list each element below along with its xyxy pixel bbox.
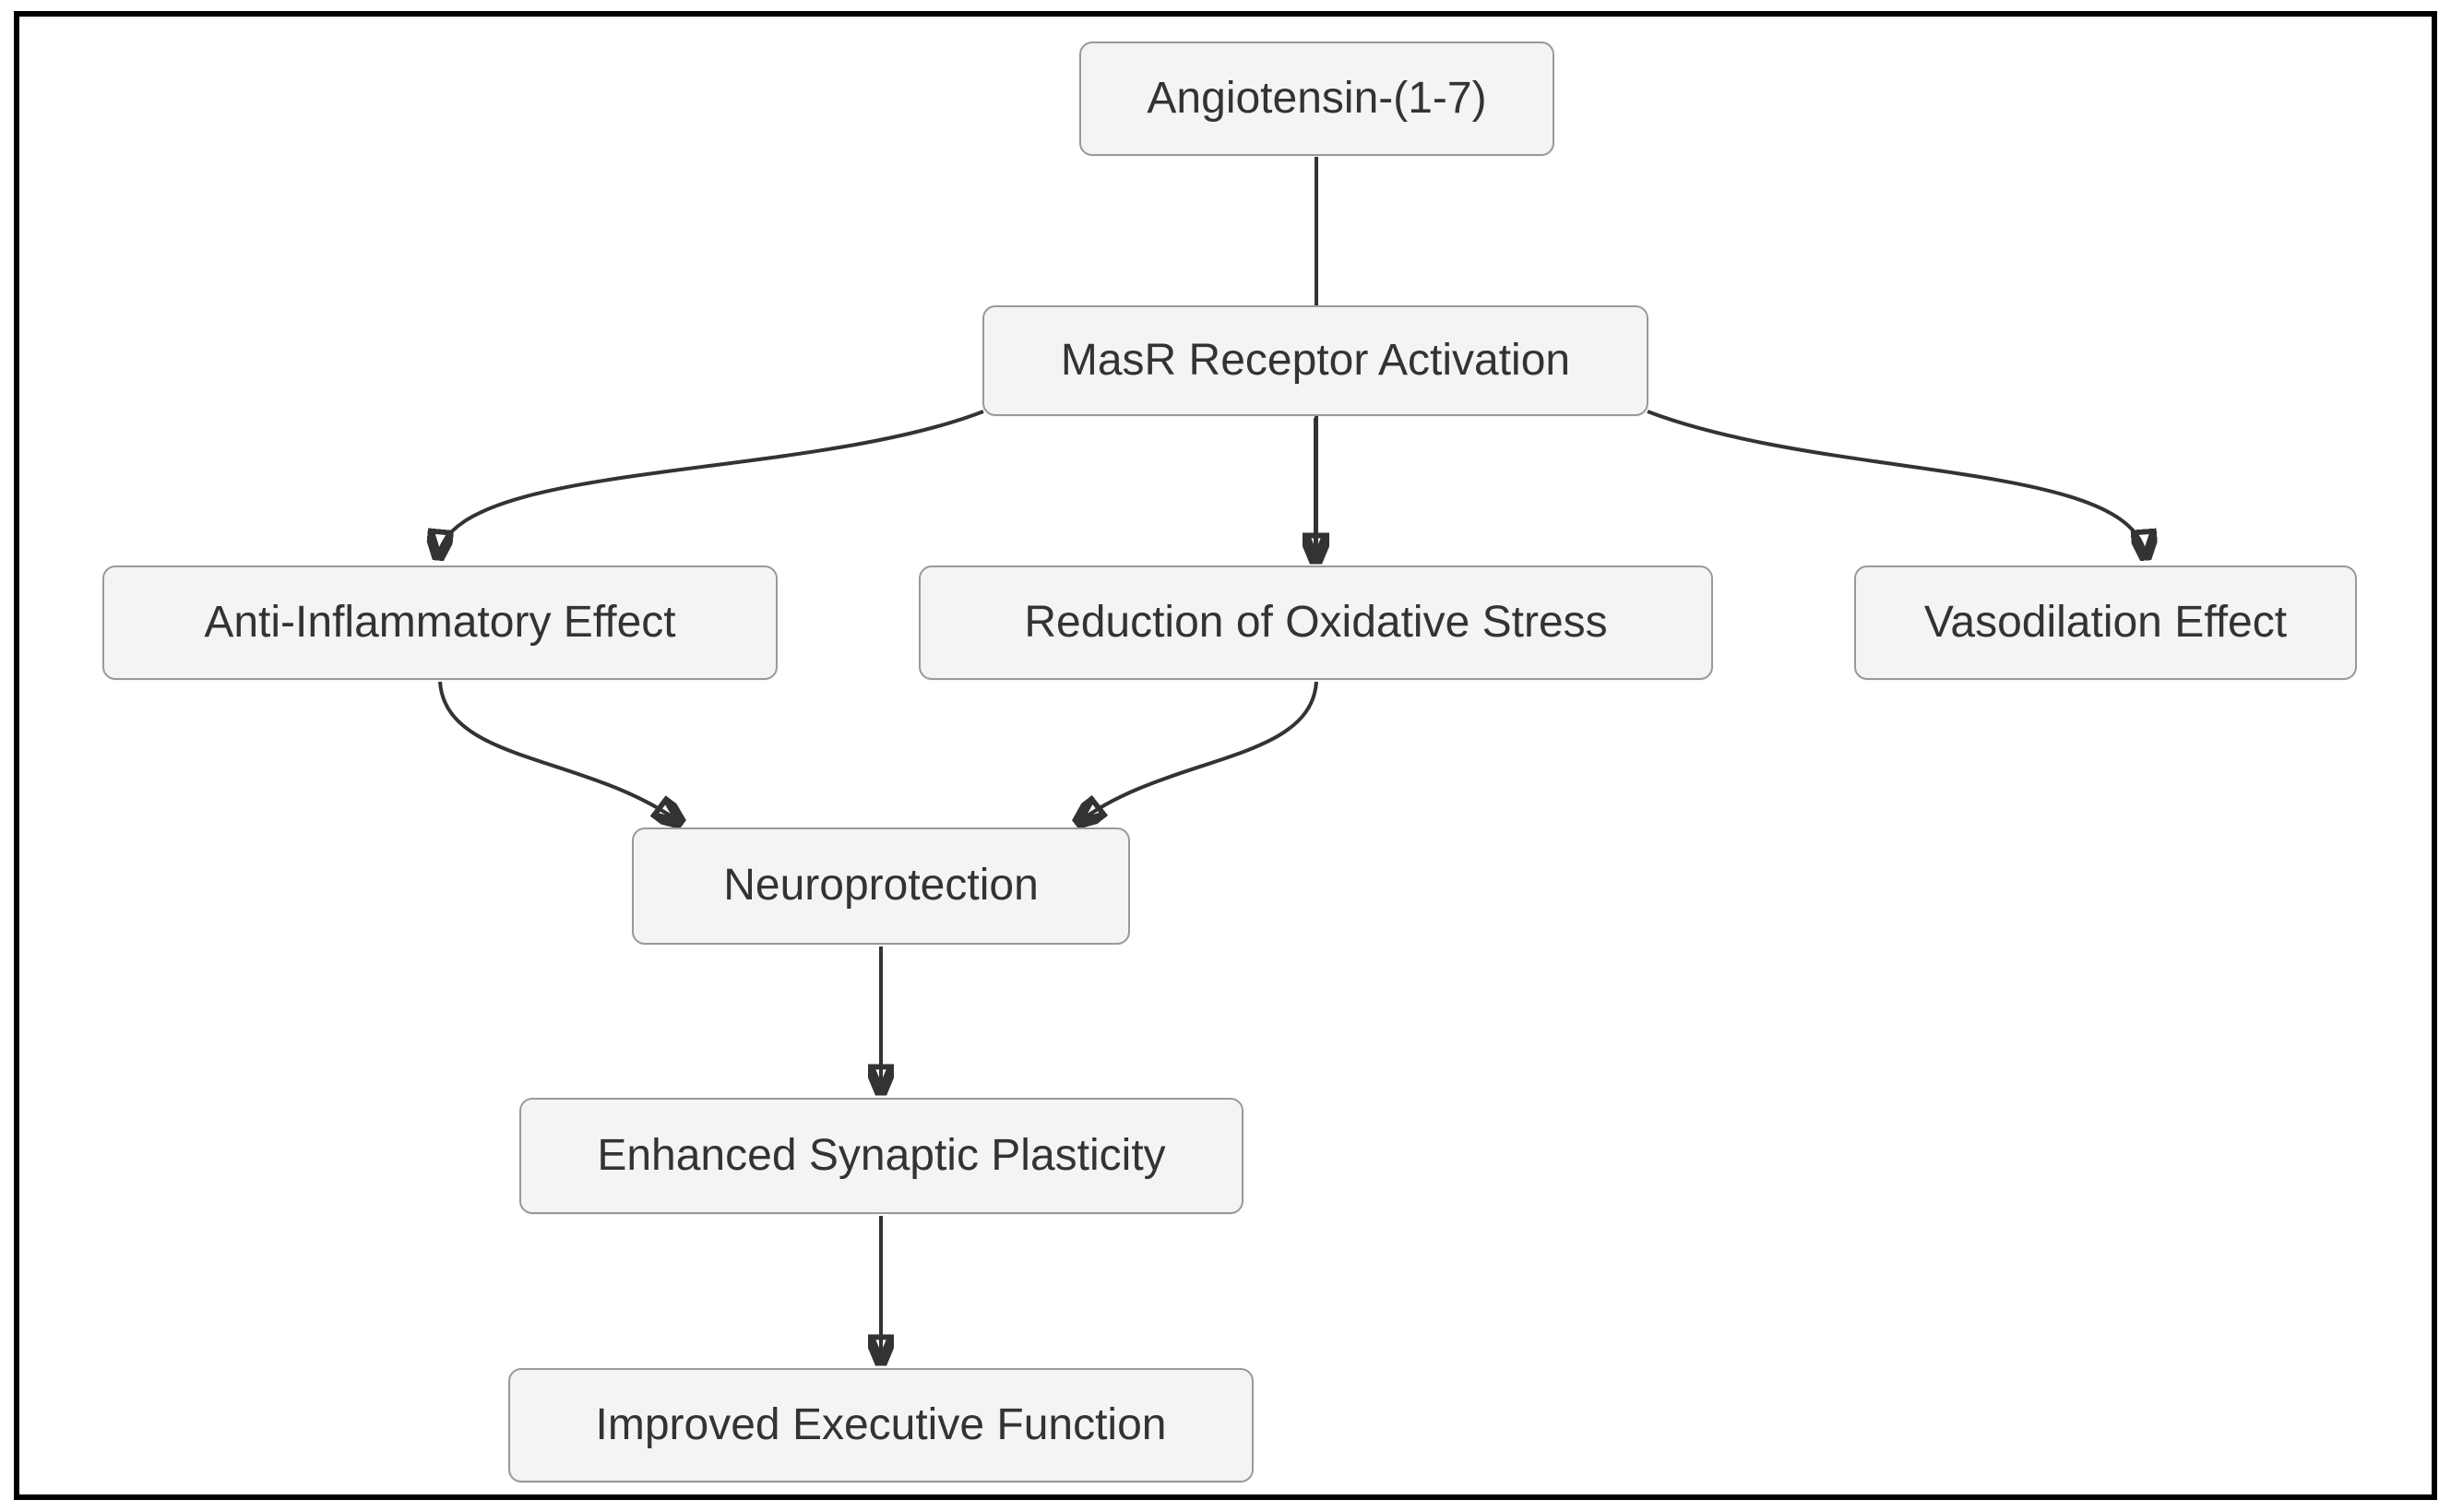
node-reduction-of-oxidative-stress-label: Reduction of Oxidative Stress (1024, 597, 1608, 647)
node-enhanced-synaptic-plasticity: Enhanced Synaptic Plasticity (519, 1098, 1243, 1214)
node-improved-executive-function-label: Improved Executive Function (595, 1399, 1167, 1449)
node-anti-inflammatory-effect: Anti-Inflammatory Effect (102, 566, 778, 680)
node-vasodilation-effect-label: Vasodilation Effect (1923, 597, 2288, 647)
edge-masr-anti (438, 410, 984, 559)
node-anti-inflammatory-effect-label: Anti-Inflammatory Effect (204, 597, 676, 647)
edge-oxidative-neuro (1077, 681, 1318, 824)
node-angiotensin-1-7-label: Angiotensin-(1-7) (1147, 73, 1487, 123)
edge-masr-vasodilation (1647, 410, 2146, 559)
node-angiotensin-1-7: Angiotensin-(1-7) (1079, 42, 1554, 156)
node-neuroprotection: Neuroprotection (632, 827, 1130, 945)
node-masr-receptor-activation-label: MasR Receptor Activation (1060, 335, 1571, 385)
node-vasodilation-effect: Vasodilation Effect (1854, 566, 2357, 680)
node-improved-executive-function: Improved Executive Function (508, 1368, 1254, 1482)
node-masr-receptor-activation: MasR Receptor Activation (982, 305, 1648, 416)
edge-anti-neuro (438, 681, 682, 824)
node-enhanced-synaptic-plasticity-label: Enhanced Synaptic Plasticity (597, 1130, 1166, 1180)
node-reduction-of-oxidative-stress: Reduction of Oxidative Stress (919, 566, 1713, 680)
node-neuroprotection-label: Neuroprotection (723, 861, 1039, 911)
